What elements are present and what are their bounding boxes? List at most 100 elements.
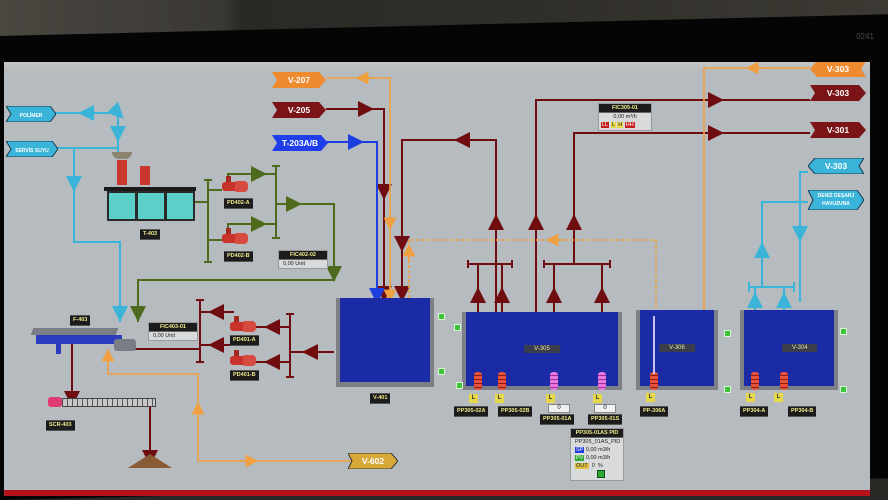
pp305-01a-label: PP305-01A (540, 414, 575, 425)
pp305-01s-pump-icon[interactable] (598, 372, 606, 390)
level-switch-low-icon (456, 382, 463, 389)
conveyor-motor-icon[interactable] (48, 397, 62, 407)
screw-conveyor-icon (62, 398, 156, 407)
pp304a-label: PP304-A (740, 406, 769, 417)
inlet-service-water-tag[interactable]: SERVİS SUYU (6, 141, 58, 157)
green-lines (130, 165, 342, 322)
pp304b-label: PP304-B (788, 406, 817, 417)
pp304a-pump-icon[interactable] (751, 372, 759, 390)
pp306a-pump-icon[interactable] (650, 372, 658, 390)
fic403-tag: FIC403-01 (149, 323, 197, 332)
pid-out-unit: % (597, 463, 603, 469)
inlet-t203-tag[interactable]: T-203A/B (272, 135, 328, 151)
local-mode-indicator: L (646, 393, 655, 402)
level-switch-high-icon (438, 313, 445, 320)
pid-tag: PP305-01AS PID (571, 429, 623, 438)
pd401b-pump-icon[interactable] (230, 350, 256, 366)
tank-base (336, 382, 434, 387)
level-switch-low-icon (724, 386, 731, 393)
pid-pv-label: PV (575, 455, 585, 461)
pd402a-pump-icon[interactable] (222, 176, 248, 192)
outlet-deniz-desarj-tag[interactable]: DENİZ DEŞARJ HAVUZUNA (808, 190, 864, 210)
outlet-v301-tag[interactable]: V-301 (810, 122, 866, 138)
pid-out-value: 0 (591, 463, 595, 469)
t203-line (326, 134, 385, 304)
scada-screen: POLİMER SERVİS SUYU V-207 V-205 T-203A/B… (4, 62, 870, 496)
v205-line (326, 92, 810, 322)
fic402-unit: Unit (295, 261, 306, 267)
fic402-value: 0,00 (283, 261, 294, 267)
corner-label: 0241 (856, 32, 874, 41)
level-switch-low-icon (840, 386, 847, 393)
outlet-v303-orange-tag[interactable]: V-303 (810, 62, 866, 77)
pipe-network (54, 62, 810, 468)
pp305-01s-label: PP305-01S (588, 414, 623, 425)
pp305-02b-label: PP305-02B (498, 406, 533, 417)
fic403-value: 0,00 (153, 333, 164, 339)
pp305-02a-pump-icon[interactable] (474, 372, 482, 390)
orange-lines (101, 62, 810, 468)
level-switch-high-icon (724, 330, 731, 337)
pid-auto-indicator-icon (597, 470, 605, 478)
v401-label: V-401 (370, 393, 391, 404)
fic305-ll-indicator: LL (601, 122, 610, 128)
pd402b-pump-icon[interactable] (222, 228, 248, 244)
pd401b-label: PD401-B (230, 370, 259, 381)
mixer-motor-icon (140, 166, 150, 185)
outlet-v303-red-tag[interactable]: V-303 (810, 85, 866, 101)
fic305-tag: FIC305-01 (599, 104, 651, 113)
pp305-01a-speed-display[interactable]: 0 (548, 404, 570, 413)
inlet-polymer-tag[interactable]: POLİMER (6, 106, 56, 122)
sludge-cake-pile-icon (128, 454, 172, 468)
pd402a-label: PD402-A (224, 198, 253, 209)
pp305-02b-pump-icon[interactable] (498, 372, 506, 390)
v305-label: V-305 (524, 345, 560, 354)
hopper-icon (112, 152, 132, 159)
v305-tank[interactable]: V-305 (462, 312, 622, 390)
fic403-unit: Unit (165, 333, 176, 339)
tank-cover (104, 187, 196, 191)
pp305-01s-speed-display[interactable]: 0 (594, 404, 616, 413)
t403-label: T-403 (140, 229, 161, 240)
fic403-controller[interactable]: FIC403-01 0,00 Unit (148, 322, 198, 341)
pp305-02a-label: PP305-02A (454, 406, 489, 417)
fic305-unit: m³/h (625, 114, 637, 120)
fic402-tag: FIC402-02 (279, 251, 327, 260)
mixer-motor-icon (117, 160, 127, 185)
pid-pv-unit: m3/h (598, 455, 611, 461)
decanter-centrifuge-icon[interactable] (30, 326, 138, 360)
tank-compartment (165, 191, 195, 221)
local-mode-indicator: L (774, 393, 783, 402)
v306-tank[interactable]: V-306 (636, 310, 718, 390)
level-switch-low-icon (438, 368, 445, 375)
pd402b-label: PD402-B (224, 251, 253, 262)
pid-sp-value[interactable]: 0,00 (585, 447, 597, 453)
local-mode-indicator: L (546, 394, 555, 403)
local-mode-indicator: L (495, 394, 504, 403)
fic305-l-indicator: L (610, 122, 616, 128)
alarm-status-bar[interactable] (4, 490, 870, 496)
inlet-v303-cyan-tag[interactable]: V-303 (808, 158, 864, 174)
v304-label: V-304 (781, 344, 818, 353)
pid-sp-unit: m3/h (598, 447, 611, 453)
cyan-lines (54, 101, 808, 322)
fic305-controller[interactable]: FIC305-01 0,00 m³/h LL L H HH (598, 103, 652, 131)
pp305-01a-pump-icon[interactable] (550, 372, 558, 390)
local-mode-indicator: L (469, 394, 478, 403)
pp305-pid-faceplate[interactable]: PP305-01AS PID PP305_01AS_PID SP 0,00 m3… (570, 428, 624, 481)
pd401a-pump-icon[interactable] (230, 316, 256, 332)
fic305-h-indicator: H (617, 122, 624, 128)
fic305-hh-indicator: HH (624, 122, 635, 128)
level-switch-high-icon (840, 328, 847, 335)
tank-compartment (107, 191, 137, 221)
pid-sp-label: SP (575, 447, 585, 453)
inlet-v205-tag[interactable]: V-205 (272, 102, 326, 118)
inlet-v207-tag[interactable]: V-207 (272, 72, 326, 88)
pp306a-label: PP-306A (640, 406, 669, 417)
v401-tank[interactable] (336, 298, 434, 386)
fic402-controller[interactable]: FIC402-02 0,00 Unit (278, 250, 328, 269)
outlet-v602-tag[interactable]: V-602 (348, 453, 398, 469)
pp304b-pump-icon[interactable] (780, 372, 788, 390)
fic305-value: 0,00 (613, 114, 625, 120)
pd401a-label: PD401-A (230, 335, 259, 346)
